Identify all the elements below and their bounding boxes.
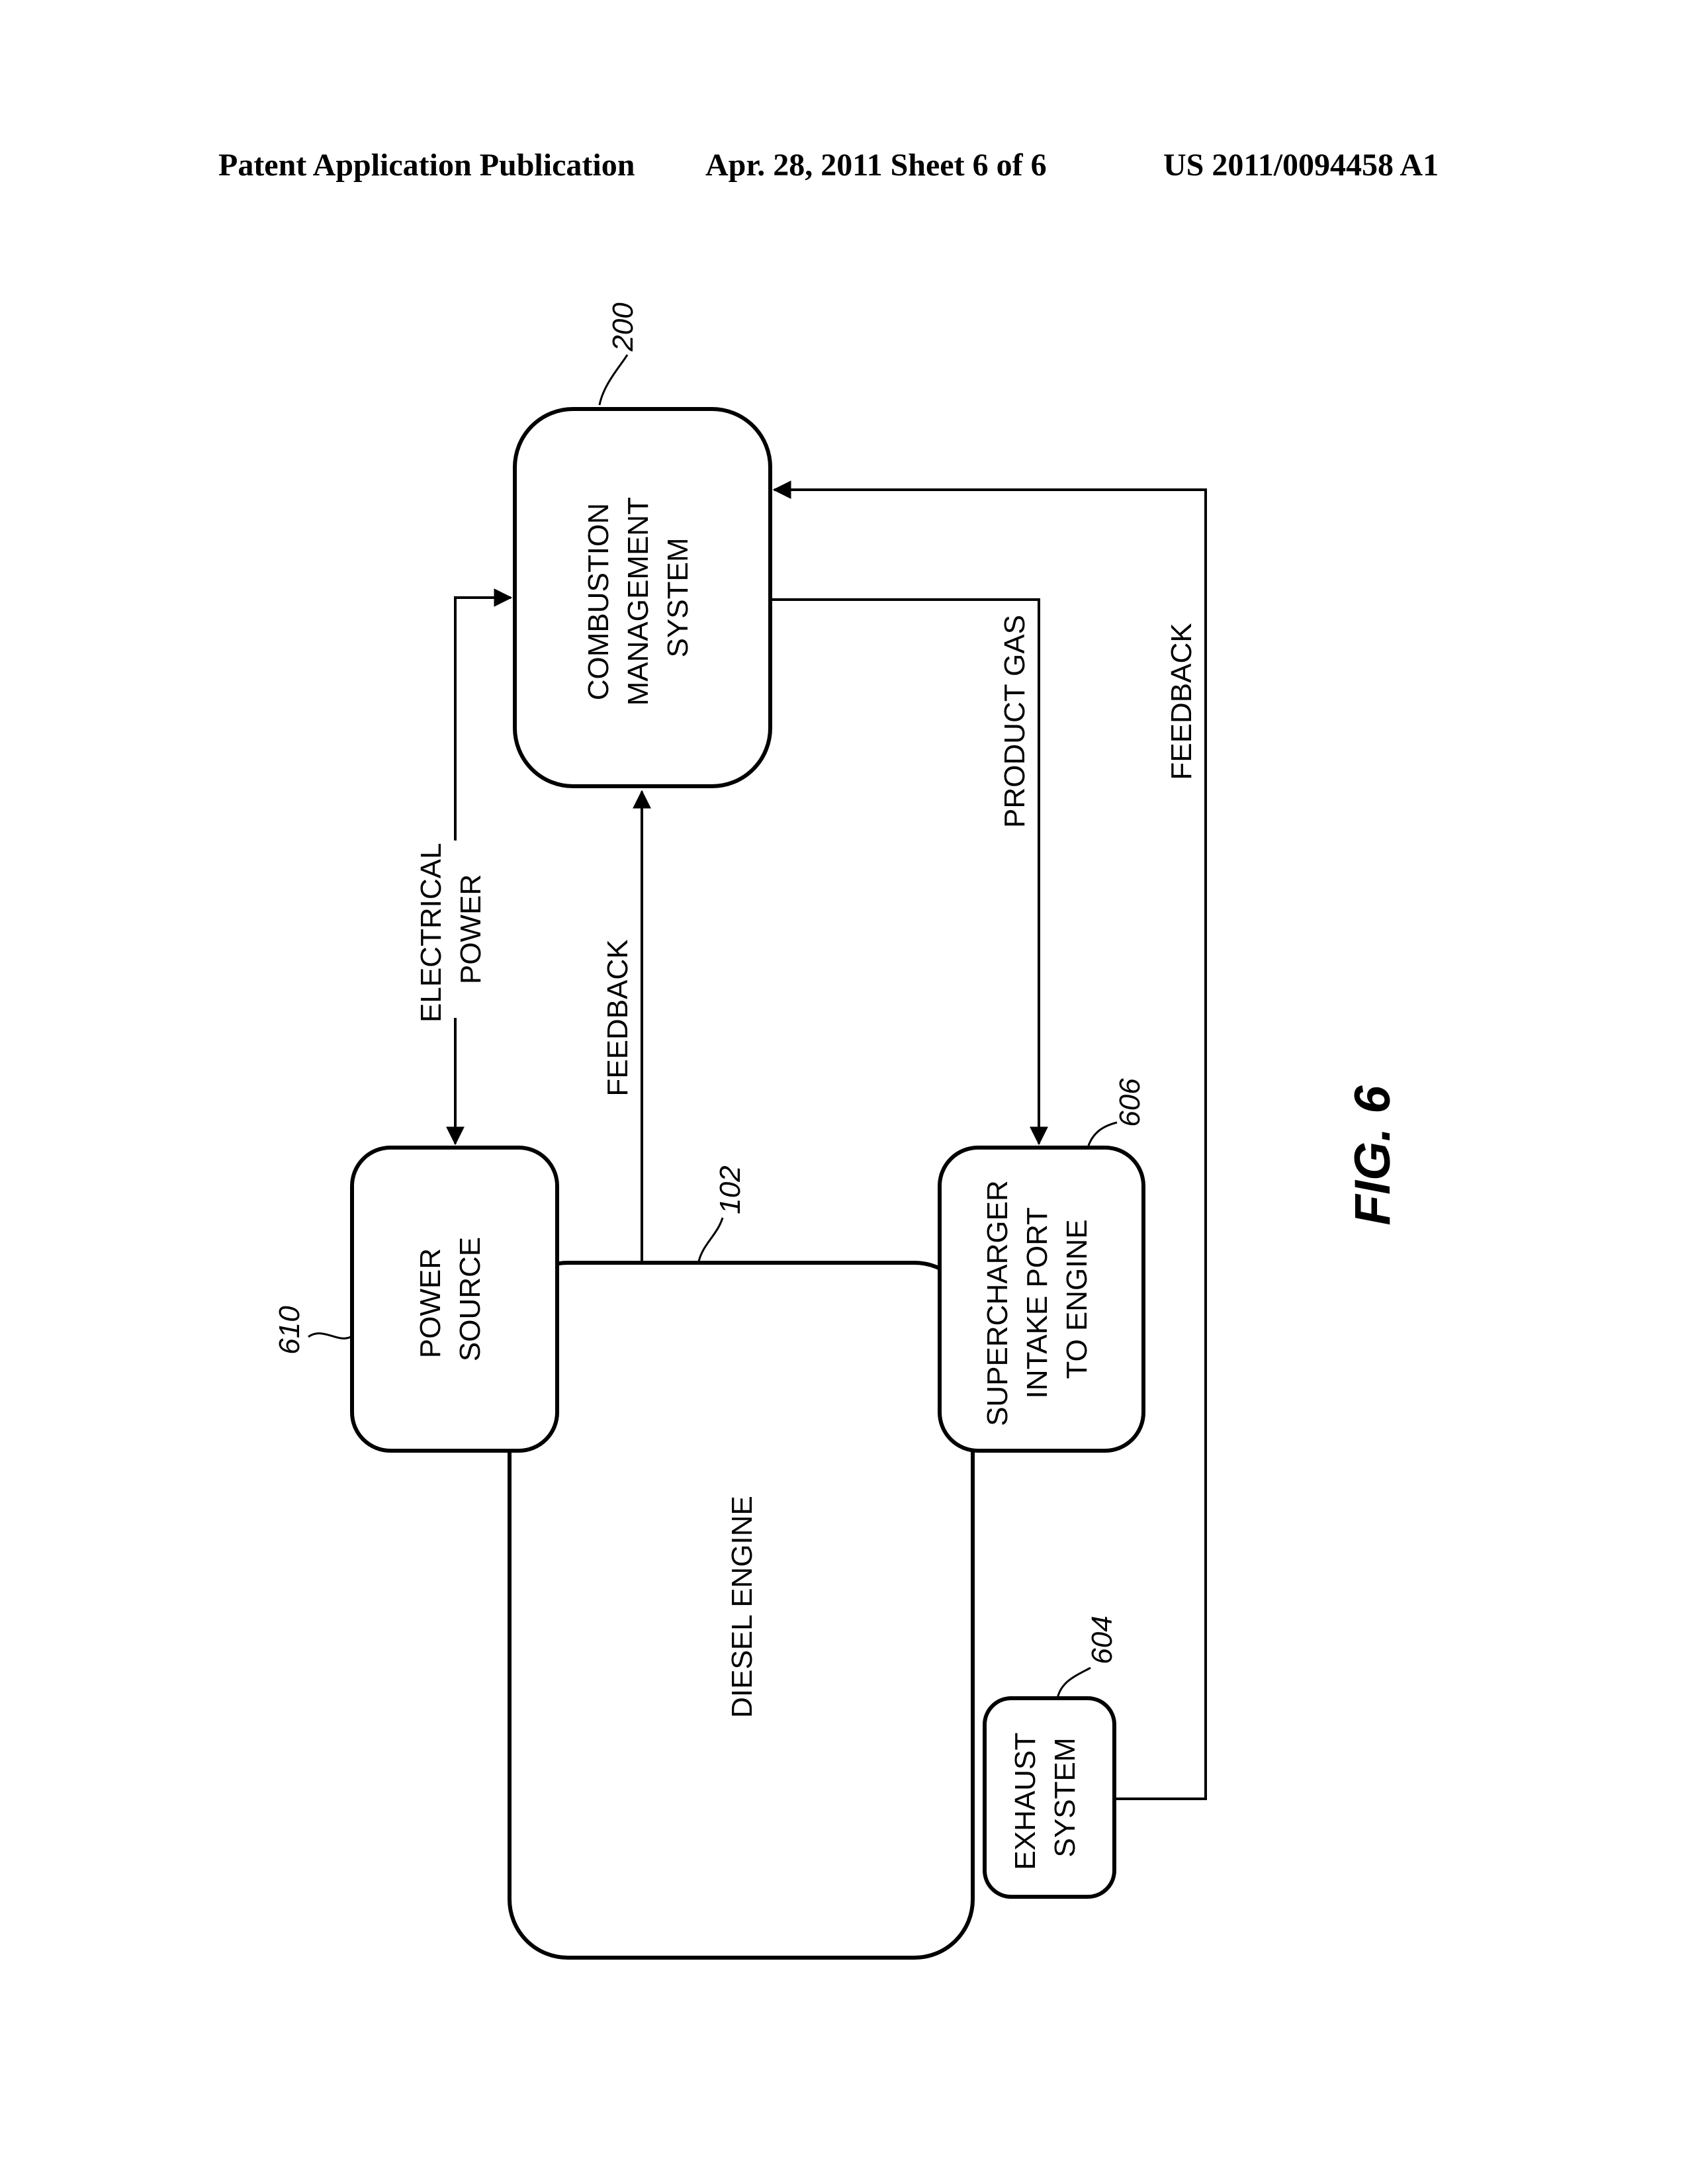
electrical-power-line-top [455, 598, 511, 841]
product-gas-label: PRODUCT GAS [999, 615, 1031, 828]
diesel-engine-label: DIESEL ENGINE [726, 1496, 758, 1718]
feedback-exhaust-label: FEEDBACK [1165, 623, 1198, 780]
leader-610 [308, 1334, 351, 1339]
ref-604: 604 [1086, 1615, 1118, 1664]
feedback-engine-label: FEEDBACK [602, 939, 634, 1096]
ref-610: 610 [273, 1306, 306, 1355]
ref-200: 200 [607, 302, 639, 352]
ref-102: 102 [714, 1165, 746, 1214]
leader-604 [1057, 1668, 1091, 1698]
leader-200 [600, 355, 627, 405]
leader-606 [1088, 1122, 1117, 1148]
leader-102 [699, 1218, 723, 1261]
figure-label: FIG. 6 [1345, 1085, 1401, 1226]
ref-606: 606 [1114, 1078, 1146, 1127]
electrical-power-label: ELECTRICAL POWER [415, 836, 487, 1023]
